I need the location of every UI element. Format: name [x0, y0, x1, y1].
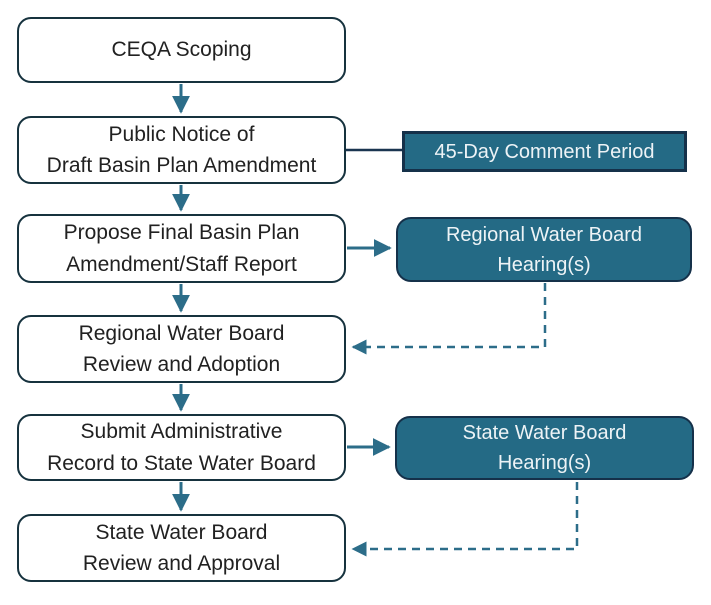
step-ceqa-scoping: CEQA Scoping — [17, 17, 346, 83]
side-box-state-hearing: State Water Board Hearing(s) — [395, 416, 694, 480]
step-regional-review: Regional Water Board Review and Adoption — [17, 315, 346, 383]
step-public-notice: Public Notice of Draft Basin Plan Amendm… — [17, 116, 346, 184]
side-box-regional-hearing: Regional Water Board Hearing(s) — [396, 217, 692, 282]
side-box-comment-period: 45-Day Comment Period — [402, 131, 687, 172]
step-submit-record: Submit Administrative Record to State Wa… — [17, 414, 346, 481]
dashed-arrow-regional-hearing-to-review — [351, 283, 547, 355]
step-state-review: State Water Board Review and Approval — [17, 514, 346, 582]
step-propose-final: Propose Final Basin Plan Amendment/Staff… — [17, 214, 346, 283]
dashed-arrow-state-hearing-to-review — [351, 482, 579, 557]
